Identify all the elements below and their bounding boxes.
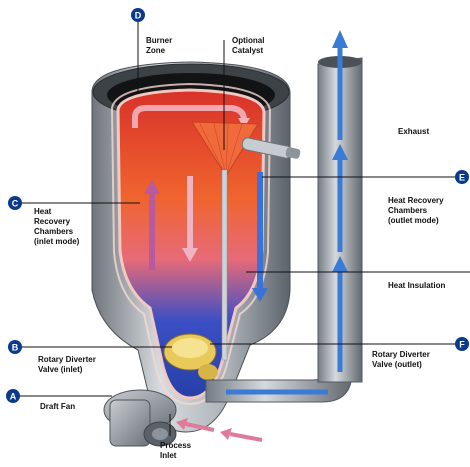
marker-a: A (6, 389, 20, 403)
marker-b: B (8, 340, 22, 354)
label-heat-insulation: Heat Insulation (388, 281, 445, 291)
label-heat-recovery-outlet: Heat Recovery Chambers (outlet mode) (388, 196, 444, 226)
svg-text:A: A (10, 392, 17, 402)
central-shaft (222, 170, 227, 360)
svg-text:C: C (12, 199, 19, 209)
marker-f: F (455, 337, 469, 351)
label-draft-fan: Draft Fan (40, 402, 75, 412)
label-rotary-diverter-inlet: Rotary Diverter Valve (inlet) (38, 355, 96, 375)
svg-text:E: E (459, 173, 465, 183)
label-burner-zone: Burner Zone (146, 36, 172, 56)
marker-d: D (131, 8, 145, 22)
draft-fan (104, 390, 176, 446)
svg-text:D: D (135, 11, 142, 21)
marker-c: C (8, 196, 22, 210)
label-exhaust: Exhaust (398, 127, 429, 137)
svg-text:F: F (459, 340, 465, 350)
label-process-inlet: Process Inlet (160, 441, 191, 461)
svg-text:B: B (12, 343, 19, 353)
marker-e: E (455, 170, 469, 184)
label-rotary-diverter-outlet: Rotary Diverter Valve (outlet) (372, 350, 430, 370)
label-heat-recovery-inlet: Heat Recovery Chambers (inlet mode) (34, 207, 79, 247)
label-optional-catalyst: Optional Catalyst (232, 36, 264, 56)
